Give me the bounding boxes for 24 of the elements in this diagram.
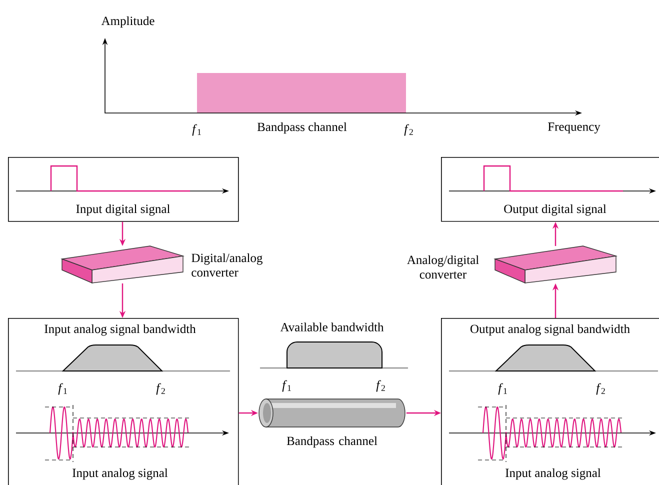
frequency-label: f$_{2}$: [596, 383, 605, 395]
axis-label: Amplitude: [101, 16, 154, 28]
frequency-label: f$_{2}$: [156, 383, 165, 395]
signal-panel: [441, 157, 659, 222]
channel-label: Bandpass channel: [257, 122, 347, 134]
block-caption: Analog/digital converter: [407, 255, 479, 279]
frequency-label: f$_{1}$: [498, 383, 507, 395]
panel-label: Input analog signal: [72, 468, 168, 480]
axis-label: Frequency: [548, 122, 600, 134]
frequency-label: f$_{1}$: [58, 383, 67, 395]
frequency-label: f$_{2}$: [404, 124, 413, 136]
block-caption: Bandpass channel: [286, 436, 378, 448]
signal-panel: [441, 318, 659, 485]
panel-label: Output digital signal: [504, 204, 606, 216]
channel-cylinder: [258, 398, 406, 428]
panel-label: Input analog signal: [506, 468, 601, 480]
signal-panel: [8, 318, 239, 485]
frequency-label: f$_{1}$: [192, 124, 201, 136]
panel-title: Input analog signal bandwidth: [44, 324, 196, 336]
signal-panel: [8, 157, 239, 222]
block-caption: Digital/analog converter: [192, 253, 262, 277]
panel-label: Input digital signal: [76, 204, 170, 216]
spectrum-title: Available bandwidth: [280, 322, 384, 332]
panel-title: Output analog signal bandwidth: [470, 324, 630, 336]
